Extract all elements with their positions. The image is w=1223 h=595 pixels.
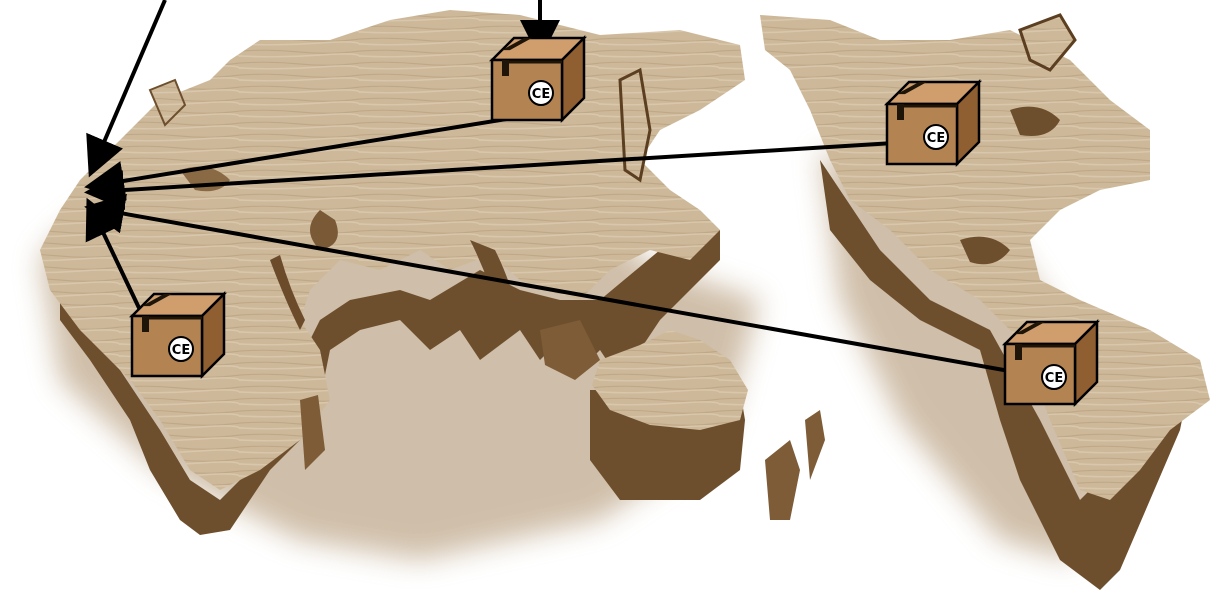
package-north-america: CE	[887, 82, 979, 164]
package-africa: CE	[132, 294, 224, 376]
ce-mark-label: CE	[172, 343, 190, 358]
destination-hub	[78, 185, 96, 203]
tape-front	[142, 316, 149, 332]
island-new-zealand	[765, 440, 800, 520]
continent-australia	[590, 330, 825, 520]
package-south-america: CE	[1005, 322, 1097, 404]
island-new-zealand-north	[805, 410, 825, 480]
tape-front	[897, 104, 904, 120]
ce-mark-label: CE	[532, 87, 550, 102]
tape-front	[1015, 344, 1022, 360]
tape-front	[502, 60, 509, 76]
package-north-europe: CE	[492, 38, 584, 120]
ce-mark-label: CE	[1045, 371, 1063, 386]
ce-mark-label: CE	[927, 131, 945, 146]
